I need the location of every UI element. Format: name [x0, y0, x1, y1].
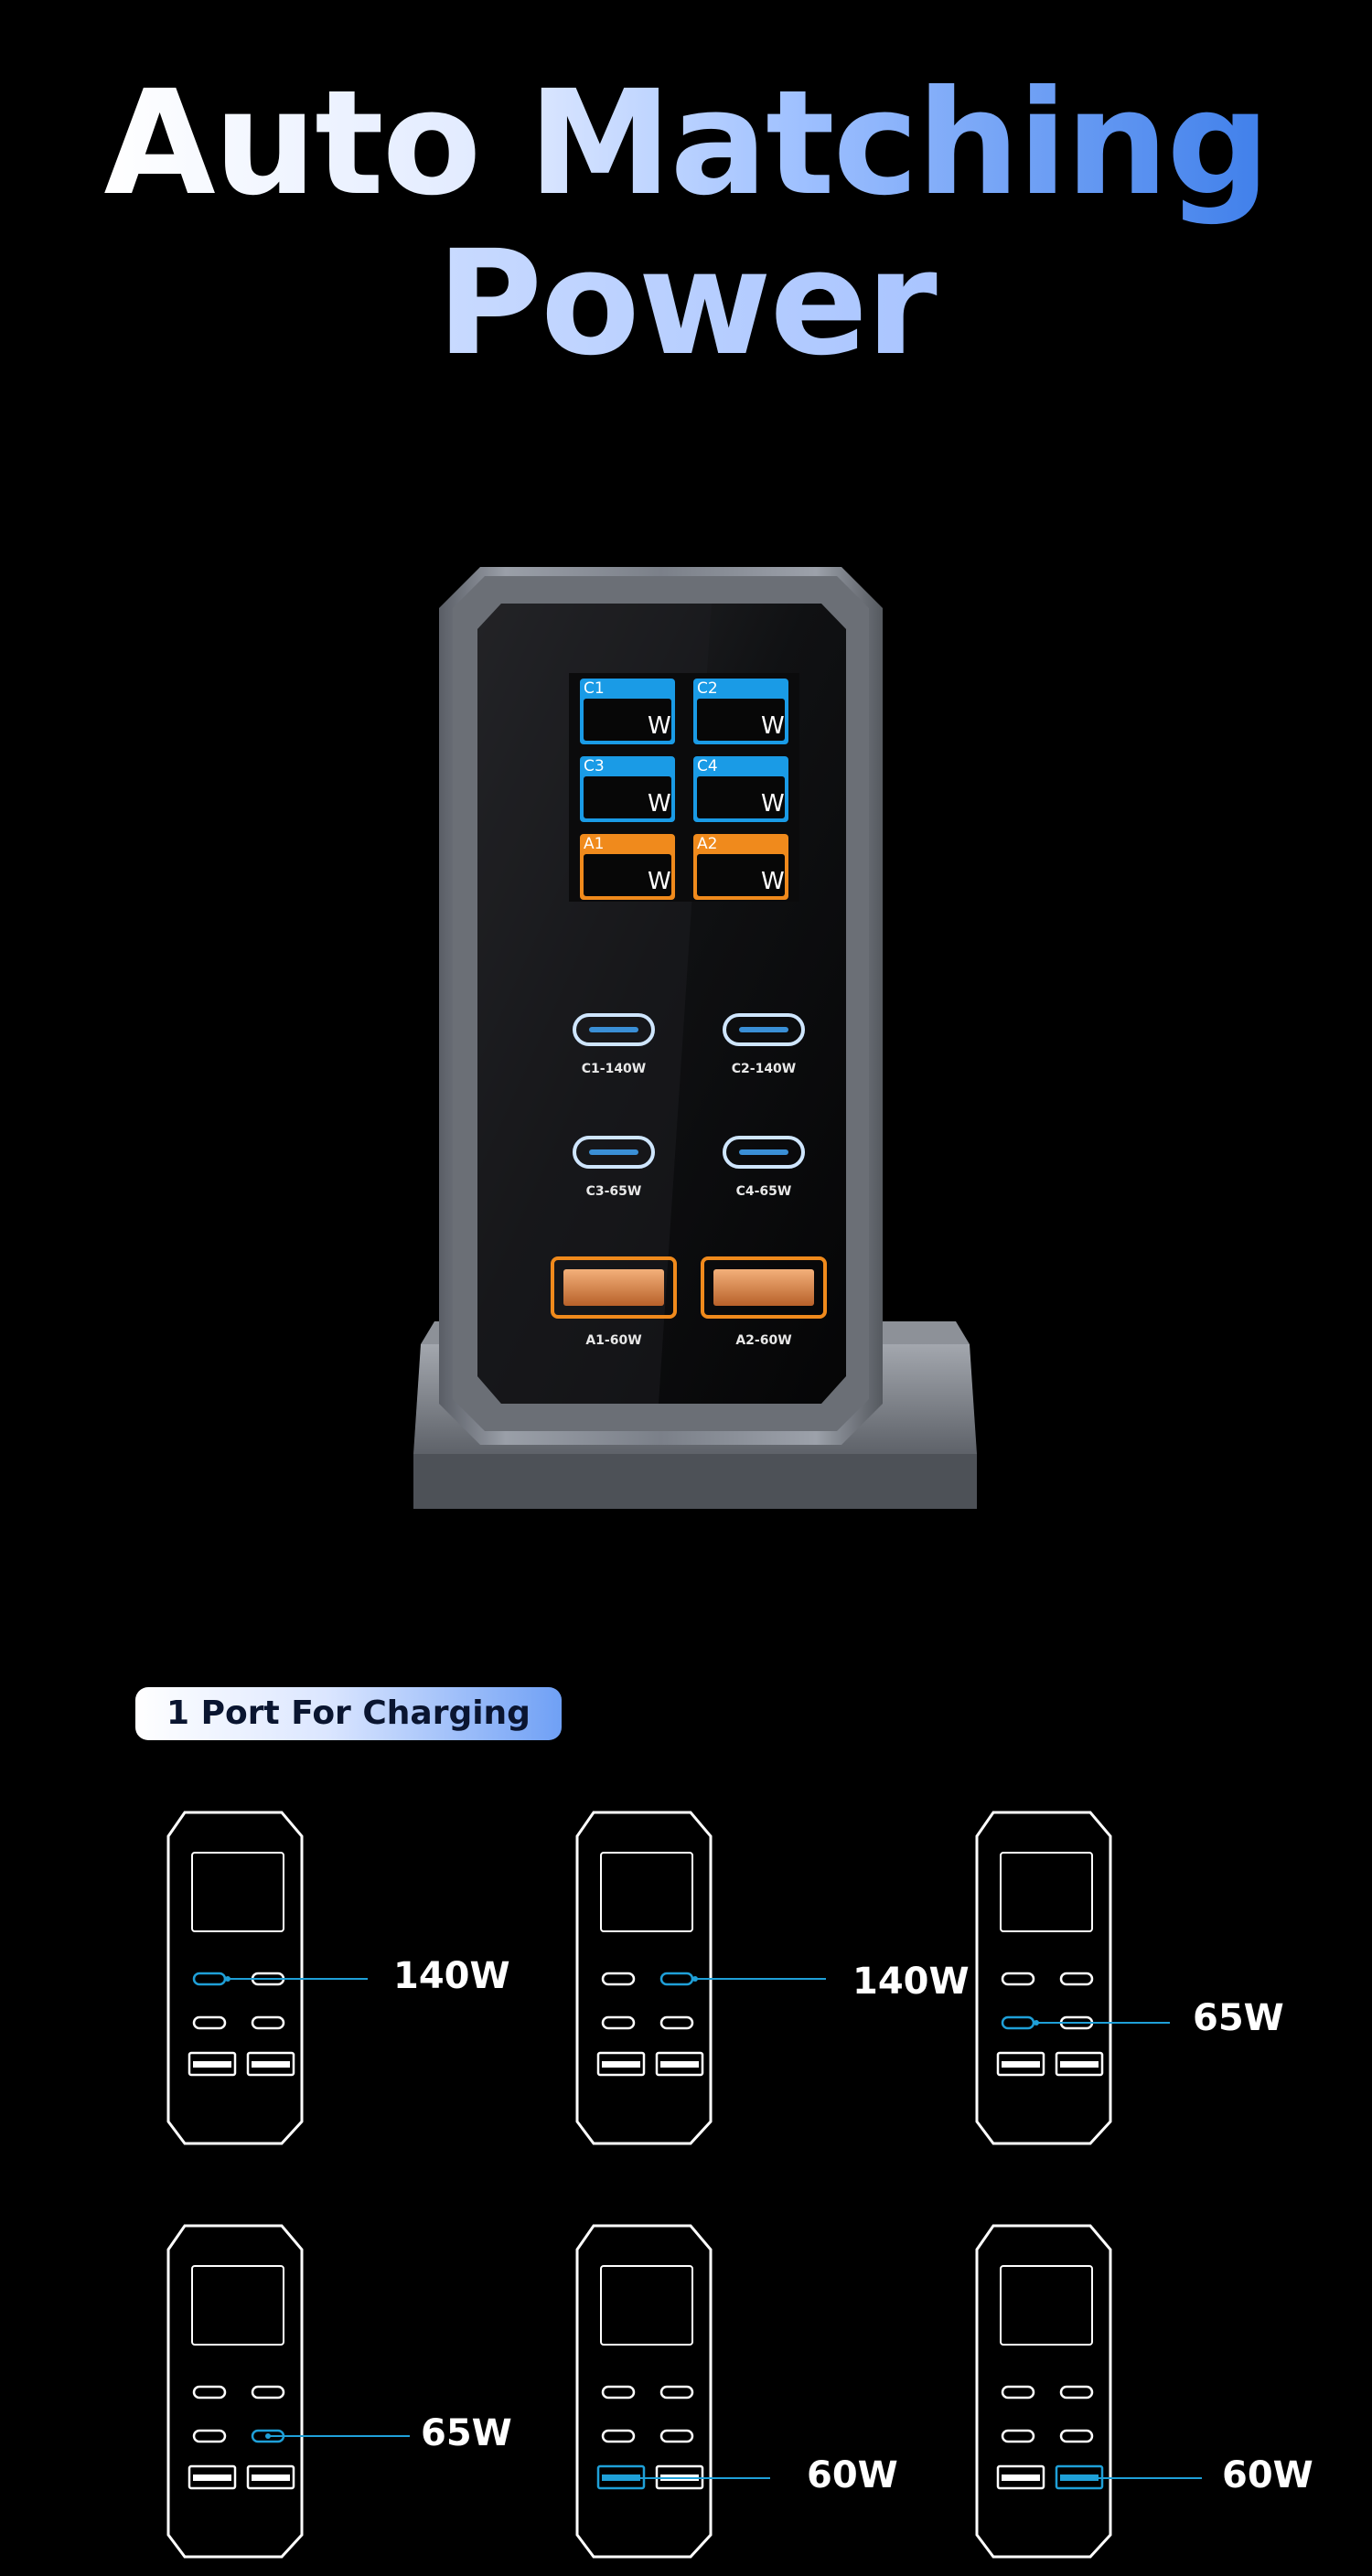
display-label-c2: C2	[697, 679, 718, 698]
display-unit-a2: W	[761, 868, 785, 895]
usb-a-port-a2	[701, 1256, 827, 1319]
diagram-port-a2: 60W	[973, 2222, 1372, 2570]
display-label-c3: C3	[584, 757, 605, 775]
diagram-port-c1: 140W	[165, 1809, 677, 2156]
diagram-port-c3: 65W	[973, 1809, 1372, 2156]
display-tile-a2: A2 W	[693, 834, 788, 900]
port-label-a2: A2-60W	[735, 1333, 791, 1348]
wattage-label: 65W	[421, 2412, 512, 2454]
wattage-label: 140W	[393, 1955, 510, 1997]
section-title-pill: 1 Port For Charging	[135, 1687, 562, 1740]
port-label-c3: C3-65W	[586, 1184, 642, 1199]
display-unit-c3: W	[648, 790, 671, 818]
usb-c-port-c4	[723, 1136, 805, 1169]
display-label-c1: C1	[584, 679, 605, 698]
headline-line-2: Power	[0, 224, 1372, 384]
display-unit-c2: W	[761, 712, 785, 740]
usb-c-port-c1	[573, 1013, 655, 1046]
display-tile-c4: C4 W	[693, 756, 788, 822]
display-label-a1: A1	[584, 835, 604, 853]
headline-part-1: Auto	[103, 59, 529, 228]
display-tile-c1: C1 W	[580, 679, 675, 744]
wattage-label: 60W	[807, 2454, 898, 2496]
usb-c-port-c3	[573, 1136, 655, 1169]
wattage-label: 60W	[1222, 2454, 1313, 2496]
diagram-port-c4: 65W	[165, 2222, 677, 2570]
display-tile-a1: A1 W	[580, 834, 675, 900]
headline-part-2: Matching	[528, 59, 1269, 228]
display-tile-c2: C2 W	[693, 679, 788, 744]
headline-line-1: Auto Matching	[0, 64, 1372, 224]
port-label-c4: C4-65W	[736, 1184, 792, 1199]
diagram-port-c2: 140W	[573, 1809, 1086, 2156]
display-unit-a1: W	[648, 868, 671, 895]
display-label-a2: A2	[697, 835, 717, 853]
port-label-c2: C2-140W	[732, 1062, 797, 1076]
charger-product-image: C1 W C2 W C3 W C4 W A1 W	[384, 540, 1006, 1527]
wattage-label: 65W	[1193, 1997, 1284, 2039]
usb-c-port-c2	[723, 1013, 805, 1046]
port-label-a1: A1-60W	[585, 1333, 641, 1348]
display-unit-c4: W	[761, 790, 785, 818]
wattage-label: 140W	[852, 1961, 970, 2003]
usb-a-port-a1	[551, 1256, 677, 1319]
headline: Auto Matching Power	[0, 64, 1372, 384]
port-label-c1: C1-140W	[582, 1062, 647, 1076]
diagram-port-a1: 60W	[573, 2222, 1086, 2570]
display-tile-c3: C3 W	[580, 756, 675, 822]
display-unit-c1: W	[648, 712, 671, 740]
display-label-c4: C4	[697, 757, 718, 775]
